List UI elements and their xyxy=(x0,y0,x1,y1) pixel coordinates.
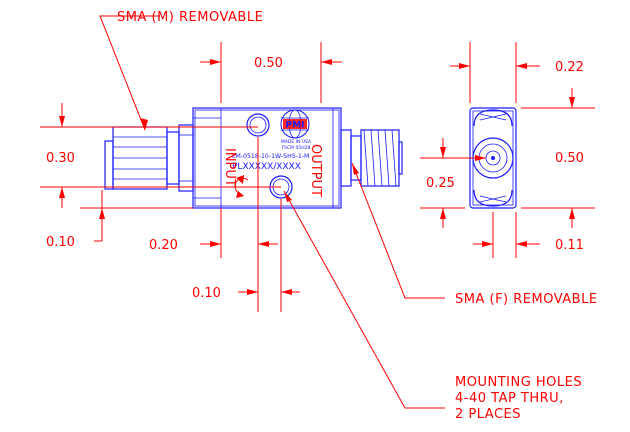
model-number: LM-0518-10-1W-SHS-1-M xyxy=(232,153,309,160)
callout-mounting-3: 2 PLACES xyxy=(455,407,521,422)
dim-0-30: 0.30 xyxy=(46,151,75,166)
end-view xyxy=(469,107,517,209)
side-view: PMI MADE IN USA FSCM 05H28 LM-0518-10-1W… xyxy=(104,107,403,209)
dim-0-10-left: 0.10 xyxy=(46,235,75,250)
input-label: INPUT xyxy=(222,148,237,187)
dim-0-50-top: 0.50 xyxy=(254,56,283,71)
circular-arrow-icon xyxy=(230,175,250,198)
callout-sma-male: SMA (M) REMOVABLE xyxy=(117,10,263,25)
dim-0-25: 0.25 xyxy=(426,176,455,191)
dim-0-10-bottom: 0.10 xyxy=(192,286,221,301)
dim-0-22: 0.22 xyxy=(555,60,584,75)
pmi-logo: PMI xyxy=(280,109,310,139)
output-label: OUTPUT xyxy=(308,144,323,197)
dimension-lines xyxy=(40,15,595,409)
made-in-usa: MADE IN USA xyxy=(281,139,312,145)
dim-0-20: 0.20 xyxy=(149,238,178,253)
callout-mounting-2: 4-40 TAP THRU, xyxy=(455,391,564,406)
dim-0-50-end: 0.50 xyxy=(555,151,584,166)
sma-male-connector xyxy=(104,124,194,192)
logo-text: PMI xyxy=(286,121,305,131)
sma-female-connector xyxy=(340,129,403,187)
callout-mounting-1: MOUNTING HOLES xyxy=(455,375,582,390)
mounting-hole-upper xyxy=(246,113,270,137)
dim-0-11: 0.11 xyxy=(555,238,584,253)
dimension-text: SMA (M) REMOVABLE 0.50 0.30 0.10 0.20 0.… xyxy=(46,10,598,422)
cage-code: FSCM 05H28 xyxy=(282,145,311,151)
part-number: PLXXXXX/XXXX xyxy=(232,162,301,172)
callout-sma-female: SMA (F) REMOVABLE xyxy=(455,292,598,307)
